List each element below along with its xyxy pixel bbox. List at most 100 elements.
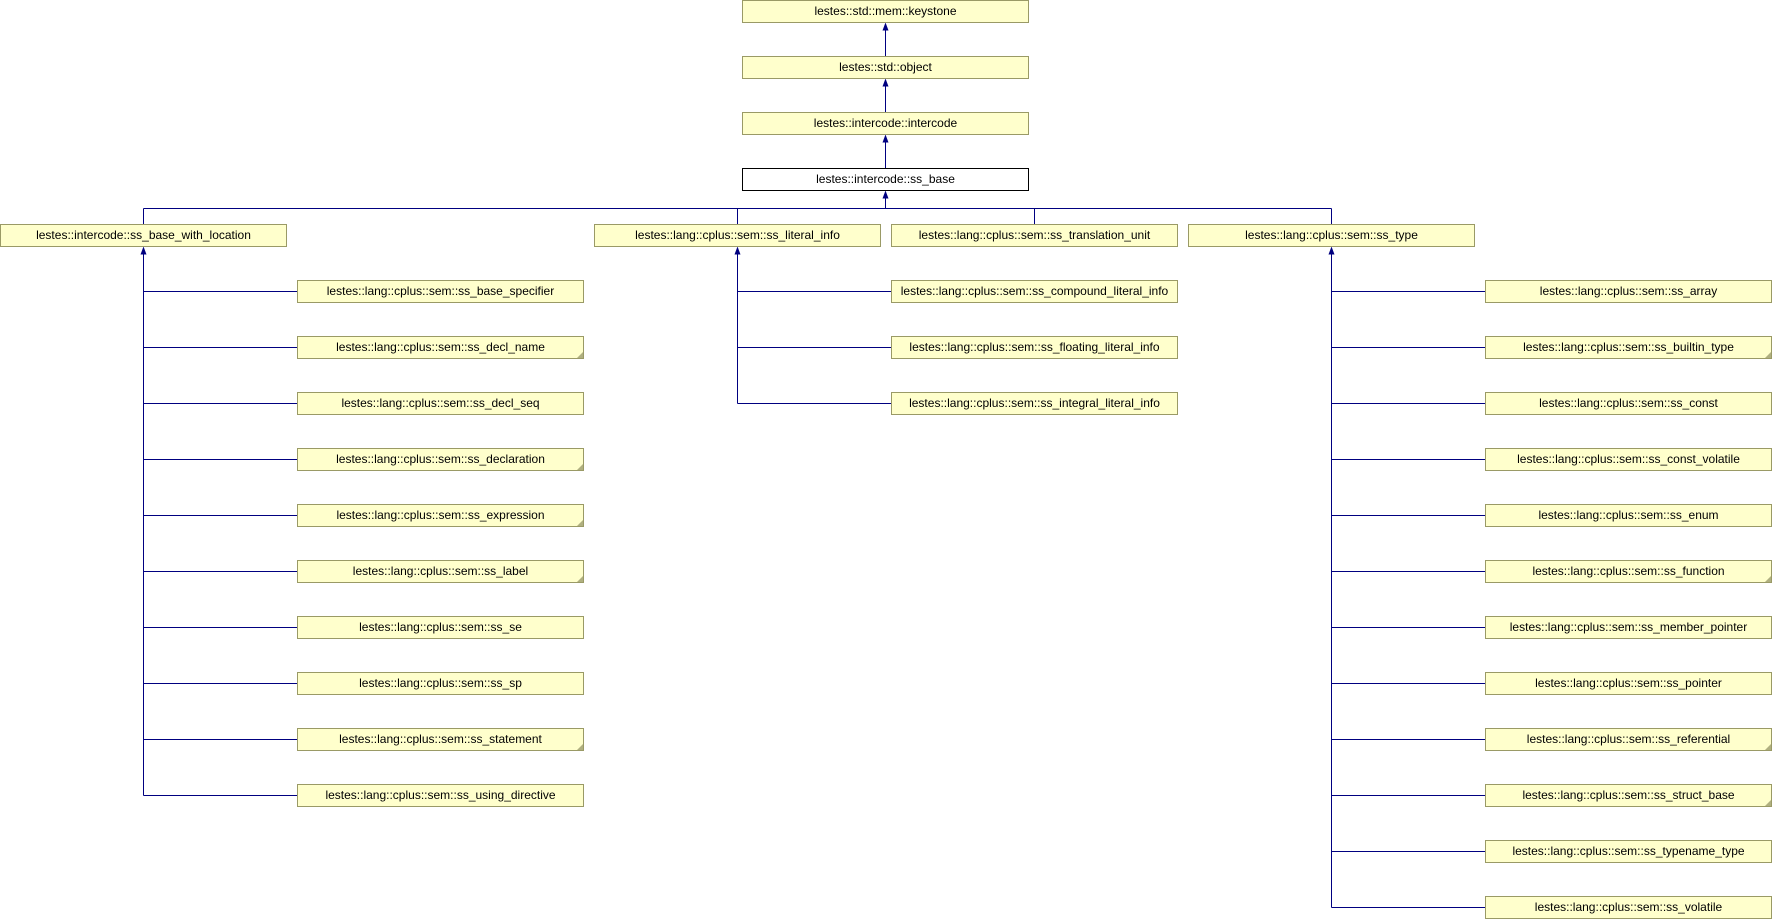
class-box [891, 280, 1178, 303]
class-node-ss-literal-info[interactable]: lestes::lang::cplus::sem::ss_literal_inf… [594, 224, 881, 247]
class-node-ss-function[interactable]: lestes::lang::cplus::sem::ss_function [1485, 560, 1772, 583]
class-node-ss-decl-name[interactable]: lestes::lang::cplus::sem::ss_decl_name [297, 336, 584, 359]
class-label: lestes::lang::cplus::sem::ss_decl_name [336, 340, 545, 354]
class-label: lestes::lang::cplus::sem::ss_enum [1538, 508, 1718, 522]
class-label: lestes::lang::cplus::sem::ss_array [1540, 284, 1717, 298]
class-box [891, 336, 1178, 359]
inheritance-edges [140, 22, 1486, 908]
arrowhead-icon [1328, 246, 1335, 255]
class-box [0, 224, 287, 247]
class-node-ss-translation-unit[interactable]: lestes::lang::cplus::sem::ss_translation… [891, 224, 1178, 247]
class-box [742, 56, 1029, 79]
class-node-keystone[interactable]: lestes::std::mem::keystone [742, 0, 1029, 23]
truncated-marker-icon [577, 744, 583, 750]
class-node-ss-base-with-location[interactable]: lestes::intercode::ss_base_with_location [0, 224, 287, 247]
class-label: lestes::lang::cplus::sem::ss_statement [339, 732, 542, 746]
class-node-ss-referential[interactable]: lestes::lang::cplus::sem::ss_referential [1485, 728, 1772, 751]
arrowhead-icon [734, 246, 741, 255]
class-label: lestes::std::object [839, 60, 932, 74]
truncated-marker-icon [1765, 576, 1771, 582]
class-label: lestes::lang::cplus::sem::ss_volatile [1535, 900, 1723, 914]
arrowhead-icon [882, 134, 889, 143]
class-box [297, 336, 584, 359]
class-node-ss-typename-type[interactable]: lestes::lang::cplus::sem::ss_typename_ty… [1485, 840, 1772, 863]
class-node-ss-label[interactable]: lestes::lang::cplus::sem::ss_label [297, 560, 584, 583]
class-label: lestes::std::mem::keystone [814, 4, 956, 18]
class-node-ss-using-directive[interactable]: lestes::lang::cplus::sem::ss_using_direc… [297, 784, 584, 807]
class-box [297, 504, 584, 527]
class-label: lestes::lang::cplus::sem::ss_const_volat… [1517, 452, 1740, 466]
class-box [742, 168, 1029, 191]
class-node-ss-decl-seq[interactable]: lestes::lang::cplus::sem::ss_decl_seq [297, 392, 584, 415]
class-node-ss-base-specifier[interactable]: lestes::lang::cplus::sem::ss_base_specif… [297, 280, 584, 303]
class-label: lestes::lang::cplus::sem::ss_declaration [336, 452, 545, 466]
class-label: lestes::lang::cplus::sem::ss_typename_ty… [1512, 844, 1744, 858]
class-node-ss-volatile[interactable]: lestes::lang::cplus::sem::ss_volatile [1485, 896, 1772, 919]
class-node-ss-member-pointer[interactable]: lestes::lang::cplus::sem::ss_member_poin… [1485, 616, 1772, 639]
class-label: lestes::lang::cplus::sem::ss_type [1245, 228, 1418, 242]
class-node-ss-floating-literal-info[interactable]: lestes::lang::cplus::sem::ss_floating_li… [891, 336, 1178, 359]
class-node-ss-pointer[interactable]: lestes::lang::cplus::sem::ss_pointer [1485, 672, 1772, 695]
truncated-marker-icon [1765, 800, 1771, 806]
class-label: lestes::lang::cplus::sem::ss_member_poin… [1510, 620, 1747, 634]
class-label: lestes::lang::cplus::sem::ss_integral_li… [909, 396, 1160, 410]
class-label: lestes::lang::cplus::sem::ss_label [353, 564, 528, 578]
class-box [297, 784, 584, 807]
class-label: lestes::lang::cplus::sem::ss_se [359, 620, 522, 634]
class-node-ss-se[interactable]: lestes::lang::cplus::sem::ss_se [297, 616, 584, 639]
class-node-ss-struct-base[interactable]: lestes::lang::cplus::sem::ss_struct_base [1485, 784, 1772, 807]
class-label: lestes::intercode::ss_base [816, 172, 955, 186]
class-box [742, 0, 1029, 23]
class-box [297, 672, 584, 695]
truncated-marker-icon [1765, 744, 1771, 750]
class-node-ss-declaration[interactable]: lestes::lang::cplus::sem::ss_declaration [297, 448, 584, 471]
class-label: lestes::lang::cplus::sem::ss_pointer [1535, 676, 1722, 690]
class-box [297, 616, 584, 639]
class-box [891, 392, 1178, 415]
class-label: lestes::lang::cplus::sem::ss_struct_base [1522, 788, 1734, 802]
class-node-ss-const-volatile[interactable]: lestes::lang::cplus::sem::ss_const_volat… [1485, 448, 1772, 471]
class-box [297, 560, 584, 583]
class-node-ss-statement[interactable]: lestes::lang::cplus::sem::ss_statement [297, 728, 584, 751]
truncated-marker-icon [577, 576, 583, 582]
truncated-marker-icon [577, 352, 583, 358]
class-node-ss-sp[interactable]: lestes::lang::cplus::sem::ss_sp [297, 672, 584, 695]
class-node-ss-base[interactable]: lestes::intercode::ss_base [742, 168, 1029, 191]
class-label: lestes::lang::cplus::sem::ss_translation… [919, 228, 1151, 242]
class-node-ss-integral-literal-info[interactable]: lestes::lang::cplus::sem::ss_integral_li… [891, 392, 1178, 415]
class-box [297, 280, 584, 303]
class-node-ss-enum[interactable]: lestes::lang::cplus::sem::ss_enum [1485, 504, 1772, 527]
class-node-ss-compound-literal-info[interactable]: lestes::lang::cplus::sem::ss_compound_li… [891, 280, 1178, 303]
class-label: lestes::lang::cplus::sem::ss_sp [359, 676, 522, 690]
class-label: lestes::intercode::ss_base_with_location [36, 228, 251, 242]
class-box [297, 392, 584, 415]
class-node-ss-array[interactable]: lestes::lang::cplus::sem::ss_array [1485, 280, 1772, 303]
class-node-ss-const[interactable]: lestes::lang::cplus::sem::ss_const [1485, 392, 1772, 415]
truncated-marker-icon [577, 464, 583, 470]
arrowhead-icon [882, 22, 889, 31]
class-label: lestes::lang::cplus::sem::ss_const [1539, 396, 1718, 410]
class-box [742, 112, 1029, 135]
class-label: lestes::lang::cplus::sem::ss_literal_inf… [635, 228, 840, 242]
class-label: lestes::lang::cplus::sem::ss_referential [1527, 732, 1730, 746]
class-node-ss-builtin-type[interactable]: lestes::lang::cplus::sem::ss_builtin_typ… [1485, 336, 1772, 359]
class-box [297, 728, 584, 751]
class-box [1188, 224, 1475, 247]
class-label: lestes::lang::cplus::sem::ss_decl_seq [341, 396, 539, 410]
arrowhead-icon [882, 190, 889, 199]
class-label: lestes::intercode::intercode [814, 116, 958, 130]
class-node-ss-expression[interactable]: lestes::lang::cplus::sem::ss_expression [297, 504, 584, 527]
class-label: lestes::lang::cplus::sem::ss_function [1532, 564, 1724, 578]
class-label: lestes::lang::cplus::sem::ss_base_specif… [327, 284, 554, 298]
class-label: lestes::lang::cplus::sem::ss_compound_li… [901, 284, 1169, 298]
class-label: lestes::lang::cplus::sem::ss_builtin_typ… [1523, 340, 1734, 354]
class-label: lestes::lang::cplus::sem::ss_floating_li… [909, 340, 1159, 354]
arrowhead-icon [882, 78, 889, 87]
class-box [891, 224, 1178, 247]
arrowhead-icon [140, 246, 147, 255]
class-node-ss-type[interactable]: lestes::lang::cplus::sem::ss_type [1188, 224, 1475, 247]
class-node-intercode[interactable]: lestes::intercode::intercode [742, 112, 1029, 135]
class-node-object[interactable]: lestes::std::object [742, 56, 1029, 79]
